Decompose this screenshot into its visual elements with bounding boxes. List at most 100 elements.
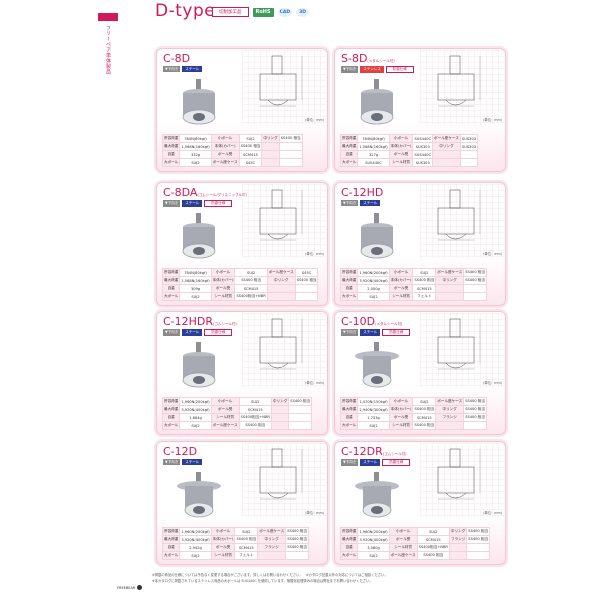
- footnote: ※掲載の商品の仕様については予告なく変更する場合がございます。詳しくはお問い合わ…: [152, 573, 388, 577]
- spec-cell: [266, 292, 296, 301]
- spec-cell: 小ボール: [210, 134, 240, 143]
- spec-cell: SUJ2: [179, 292, 212, 301]
- spec-tag: ステンレス: [360, 66, 384, 73]
- spec-cell: 中リング: [448, 527, 468, 536]
- footnote: ※本カタログに掲載されているステンレス商品の大ボールは SUS440C を使用し…: [152, 579, 373, 583]
- spec-cell: 自重: [161, 413, 181, 422]
- spec-tag: スチール: [360, 459, 381, 466]
- spec-cell: SS400 相当: [463, 405, 487, 414]
- spec-cell: [270, 421, 290, 430]
- spec-cell: 1,960N(200kgf): [357, 268, 390, 277]
- spec-cell: 許容荷重: [339, 134, 359, 143]
- unit-label: (単位：mm): [483, 252, 502, 256]
- brand-label: FREEBEAR: [117, 585, 136, 590]
- spec-cell: 本体(カバー): [388, 405, 414, 414]
- spec-cell: SUJ2: [238, 397, 272, 406]
- spec-cell: [435, 284, 465, 293]
- tag-list: ▼下向きスチール防塵仕様: [341, 459, 411, 466]
- spec-cell: [266, 284, 296, 293]
- spec-cell: 1,568N(160kgf): [179, 142, 212, 151]
- spec-cell: 本体(カバー): [210, 535, 236, 544]
- unit-label: (単位：mm): [305, 252, 324, 256]
- spec-cell: [448, 543, 468, 552]
- spec-cell: 大ボール: [339, 421, 359, 430]
- spec-tag: 防塵仕様: [382, 459, 411, 466]
- product-card: S-8D(メタルシール付) ▼下向きステンレス防塵仕様 (単位：mm) 許容荷重…: [334, 48, 506, 172]
- spec-cell: [463, 421, 487, 430]
- section-tab-marker: [98, 13, 118, 21]
- page-dot-icon: [137, 585, 143, 590]
- spec-cell: SCM415: [238, 405, 272, 414]
- spec-cell: 3,920N(400kgf): [357, 535, 390, 544]
- spec-cell: ボール座ケース: [210, 158, 240, 167]
- spec-tag: ▼下向き: [341, 200, 359, 206]
- spec-cell: 大ボール: [161, 551, 181, 560]
- spec-cell: SS400 相当: [234, 276, 268, 285]
- spec-cell: [288, 421, 313, 430]
- dimension-drawing: [259, 55, 303, 107]
- spec-cell: 大ボール: [339, 551, 359, 560]
- spec-cell: フェルト: [234, 551, 259, 560]
- product-card: C-12DR(ゴムシール付) ▼下向きスチール防塵仕様 (単位：mm) 許容荷重…: [334, 441, 506, 565]
- spec-cell: [270, 405, 290, 414]
- spec-tag: スチール: [360, 329, 381, 336]
- spec-cell: 1,960N(200kgf): [179, 527, 212, 536]
- spec-cell: [466, 543, 491, 552]
- product-code: C-8DA: [163, 186, 198, 199]
- technical-drawing: (単位：mm): [242, 184, 326, 258]
- spec-tag: ▼下向き: [163, 66, 181, 72]
- technical-drawing: (単位：mm): [242, 443, 326, 517]
- spec-cell: 許容荷重: [339, 268, 359, 277]
- spec-cell: SS400 相当: [238, 421, 272, 430]
- spec-cell: SUJ2: [179, 158, 212, 167]
- spec-cell: 中リング: [270, 397, 290, 406]
- product-subtitle: (メタルシール付): [367, 59, 395, 63]
- spec-cell: SCM415: [238, 150, 263, 159]
- spec-cell: [448, 551, 468, 560]
- spec-cell: 最大荷重: [161, 405, 181, 414]
- spec-cell: シール材質: [388, 292, 414, 301]
- header-badges: 切削加工品 RoHS CAD 3D: [212, 7, 309, 17]
- spec-cell: ボール座ケース: [435, 397, 465, 406]
- spec-cell: [463, 284, 487, 293]
- spec-cell: SS400 相当: [463, 268, 487, 277]
- spec-cell: SS400 相当: [285, 535, 309, 544]
- spec-cell: ボール受: [388, 284, 414, 293]
- spec-cell: SUJ2: [234, 527, 259, 536]
- unit-label: (単位：mm): [483, 381, 502, 385]
- 3d-icon[interactable]: 3D: [296, 7, 309, 17]
- spec-cell: 自重: [339, 543, 359, 552]
- spec-cell: [257, 551, 287, 560]
- product-photo: [360, 213, 394, 259]
- spec-tag: 防塵仕様: [385, 66, 414, 73]
- spec-cell: SS400 相当: [285, 543, 309, 552]
- spec-cell: 1,960N(200kgf): [357, 527, 390, 536]
- spec-cell: 許容荷重: [161, 268, 181, 277]
- spec-cell: 自重: [339, 150, 359, 159]
- spec-cell: SS400 相当: [466, 527, 491, 536]
- spec-cell: [261, 142, 280, 151]
- spec-cell: フランジ: [257, 543, 287, 552]
- spec-cell: 小ボール: [210, 268, 236, 277]
- spec-cell: シール材質: [210, 292, 236, 301]
- dimension-drawing: [437, 318, 481, 370]
- spec-cell: シール材質: [210, 551, 236, 560]
- spec-cell: 2,940N(300kgf): [357, 405, 390, 414]
- product-code: C-10D: [341, 315, 376, 328]
- product-name: C-12D: [163, 445, 197, 458]
- cad-icon[interactable]: CAD: [277, 7, 293, 17]
